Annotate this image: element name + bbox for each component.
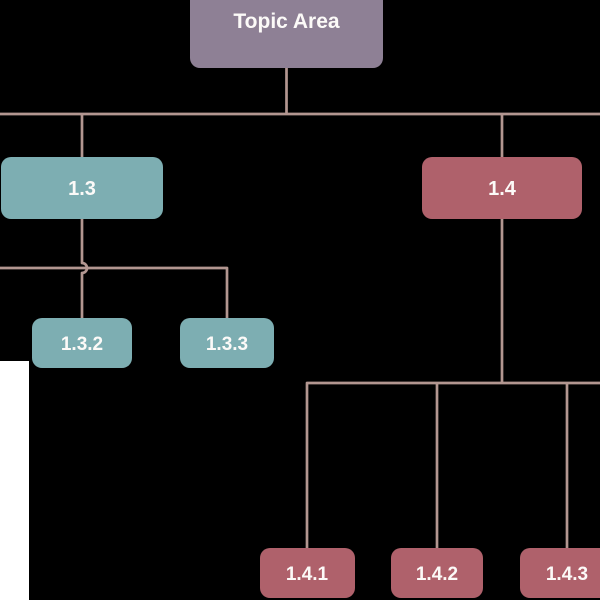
- node-topic-area-shape[interactable]: [190, 0, 383, 68]
- node-1-4[interactable]: 1.4: [422, 157, 582, 219]
- node-1-4-3-shape[interactable]: [520, 548, 600, 598]
- canvas-white-patch: [0, 361, 29, 600]
- connector-rail-1-4-children: [305, 381, 600, 548]
- node-1-4-3[interactable]: 1.4.3: [520, 548, 600, 598]
- node-1-3-3-label: 1.3.3: [206, 334, 248, 355]
- node-1-3[interactable]: 1.3: [1, 157, 163, 219]
- node-1-3-label: 1.3: [68, 178, 96, 200]
- node-1-4-label: 1.4: [488, 178, 517, 200]
- node-1-4-1-label: 1.4.1: [286, 564, 329, 585]
- node-1-3-shape[interactable]: [1, 157, 163, 219]
- node-1-3-2-label: 1.3.2: [61, 334, 103, 355]
- node-1-3-2-shape[interactable]: [32, 318, 132, 368]
- node-1-4-2-label: 1.4.2: [416, 564, 458, 585]
- node-1-4-2[interactable]: 1.4.2: [391, 548, 483, 598]
- node-1-4-1[interactable]: 1.4.1: [260, 548, 355, 598]
- connector-branch-1-3-3: [0, 266, 229, 318]
- node-1-4-2-shape[interactable]: [391, 548, 483, 598]
- node-1-3-2[interactable]: 1.3.2: [32, 318, 132, 368]
- node-1-4-shape[interactable]: [422, 157, 582, 219]
- node-1-3-3-shape[interactable]: [180, 318, 274, 368]
- node-1-4-1-shape[interactable]: [260, 548, 355, 598]
- node-1-4-3-label: 1.4.3: [546, 564, 588, 585]
- node-topic-area-label: Topic Area: [233, 10, 340, 33]
- node-topic-area[interactable]: Topic Area: [190, 0, 383, 68]
- node-1-3-3[interactable]: 1.3.3: [180, 318, 274, 368]
